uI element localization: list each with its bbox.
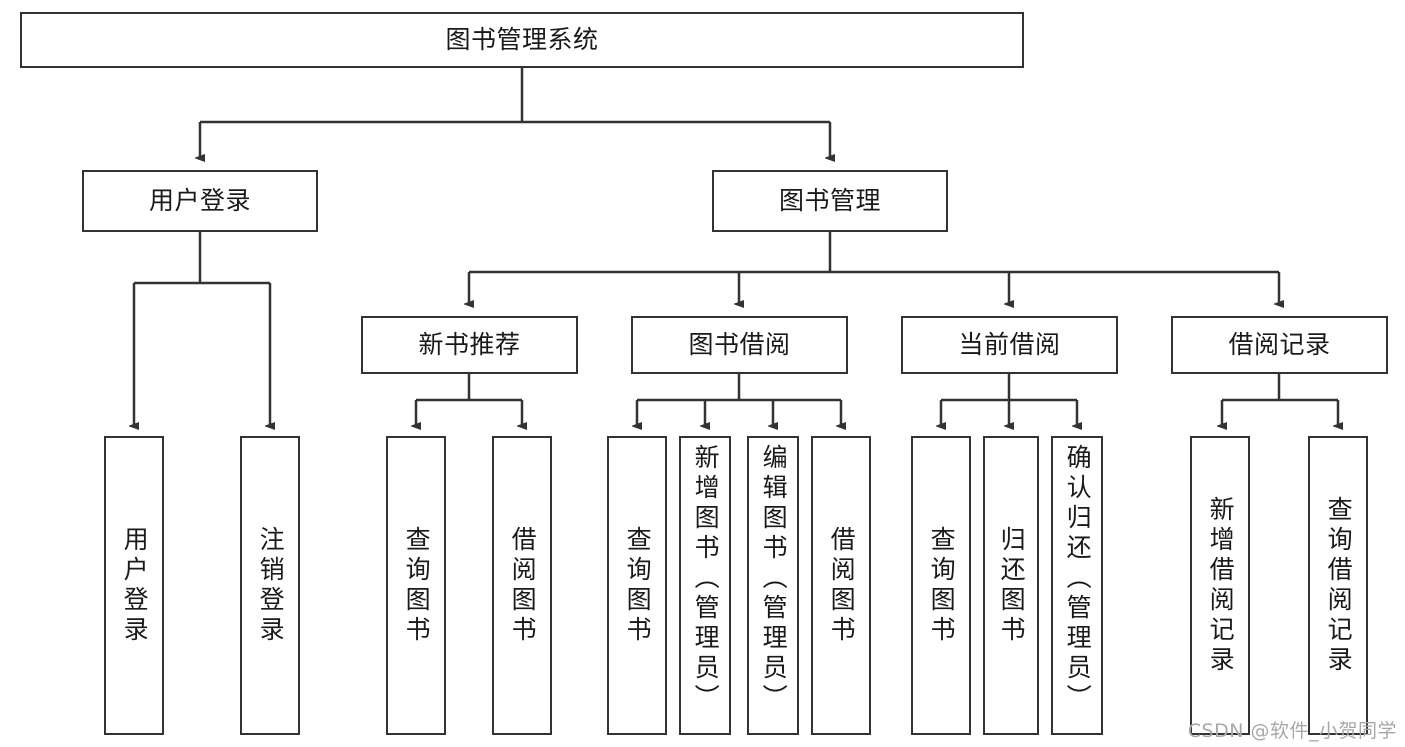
leaf-query-book-current[interactable]: 查询图书 bbox=[911, 436, 971, 735]
leaf-confirm-return-admin[interactable]: 确认归还（管理员） bbox=[1051, 436, 1103, 735]
node-label: 查询图书 bbox=[623, 525, 653, 646]
leaf-return-book[interactable]: 归还图书 bbox=[983, 436, 1039, 735]
node-label: 查询图书 bbox=[402, 525, 432, 646]
leaf-logout[interactable]: 注销登录 bbox=[240, 436, 300, 735]
node-label: 新增图书（管理员） bbox=[691, 444, 721, 714]
watermark-text: CSDN @软件_小贺同学 bbox=[1187, 720, 1397, 742]
leaf-borrow-book[interactable]: 借阅图书 bbox=[811, 436, 871, 735]
node-label: 用户登录 bbox=[120, 525, 150, 646]
leaf-add-book-admin[interactable]: 新增图书（管理员） bbox=[679, 436, 731, 735]
node-label: 用户登录 bbox=[148, 186, 251, 216]
node-new-book-recommendation[interactable]: 新书推荐 bbox=[361, 316, 578, 374]
node-label: 借阅图书 bbox=[508, 525, 538, 646]
leaf-edit-book-admin[interactable]: 编辑图书（管理员） bbox=[747, 436, 799, 735]
node-root-library-management-system[interactable]: 图书管理系统 bbox=[20, 12, 1024, 68]
leaf-query-book-new[interactable]: 查询图书 bbox=[386, 436, 446, 735]
node-label: 新书推荐 bbox=[418, 330, 521, 360]
node-label: 归还图书 bbox=[997, 525, 1027, 646]
leaf-borrow-book-new[interactable]: 借阅图书 bbox=[492, 436, 552, 735]
node-current-borrowing[interactable]: 当前借阅 bbox=[901, 316, 1118, 374]
node-label: 借阅记录 bbox=[1228, 330, 1331, 360]
leaf-add-borrow-record[interactable]: 新增借阅记录 bbox=[1190, 436, 1250, 735]
node-label: 注销登录 bbox=[256, 525, 286, 646]
node-label: 图书管理 bbox=[778, 186, 881, 216]
node-book-borrowing[interactable]: 图书借阅 bbox=[631, 316, 848, 374]
node-label: 编辑图书（管理员） bbox=[759, 444, 789, 714]
node-label: 确认归还（管理员） bbox=[1063, 444, 1093, 714]
node-label: 图书借阅 bbox=[688, 330, 791, 360]
leaf-user-login[interactable]: 用户登录 bbox=[104, 436, 164, 735]
node-label: 当前借阅 bbox=[958, 330, 1061, 360]
node-borrowing-record[interactable]: 借阅记录 bbox=[1171, 316, 1388, 374]
node-user-login[interactable]: 用户登录 bbox=[82, 170, 318, 232]
node-book-management[interactable]: 图书管理 bbox=[712, 170, 948, 232]
node-label: 借阅图书 bbox=[827, 525, 857, 646]
node-label: 图书管理系统 bbox=[445, 25, 599, 55]
node-label: 查询图书 bbox=[927, 525, 957, 646]
node-label: 新增借阅记录 bbox=[1206, 495, 1236, 676]
leaf-query-borrow-record[interactable]: 查询借阅记录 bbox=[1308, 436, 1368, 735]
node-label: 查询借阅记录 bbox=[1324, 495, 1354, 676]
leaf-query-book-borrow[interactable]: 查询图书 bbox=[607, 436, 667, 735]
